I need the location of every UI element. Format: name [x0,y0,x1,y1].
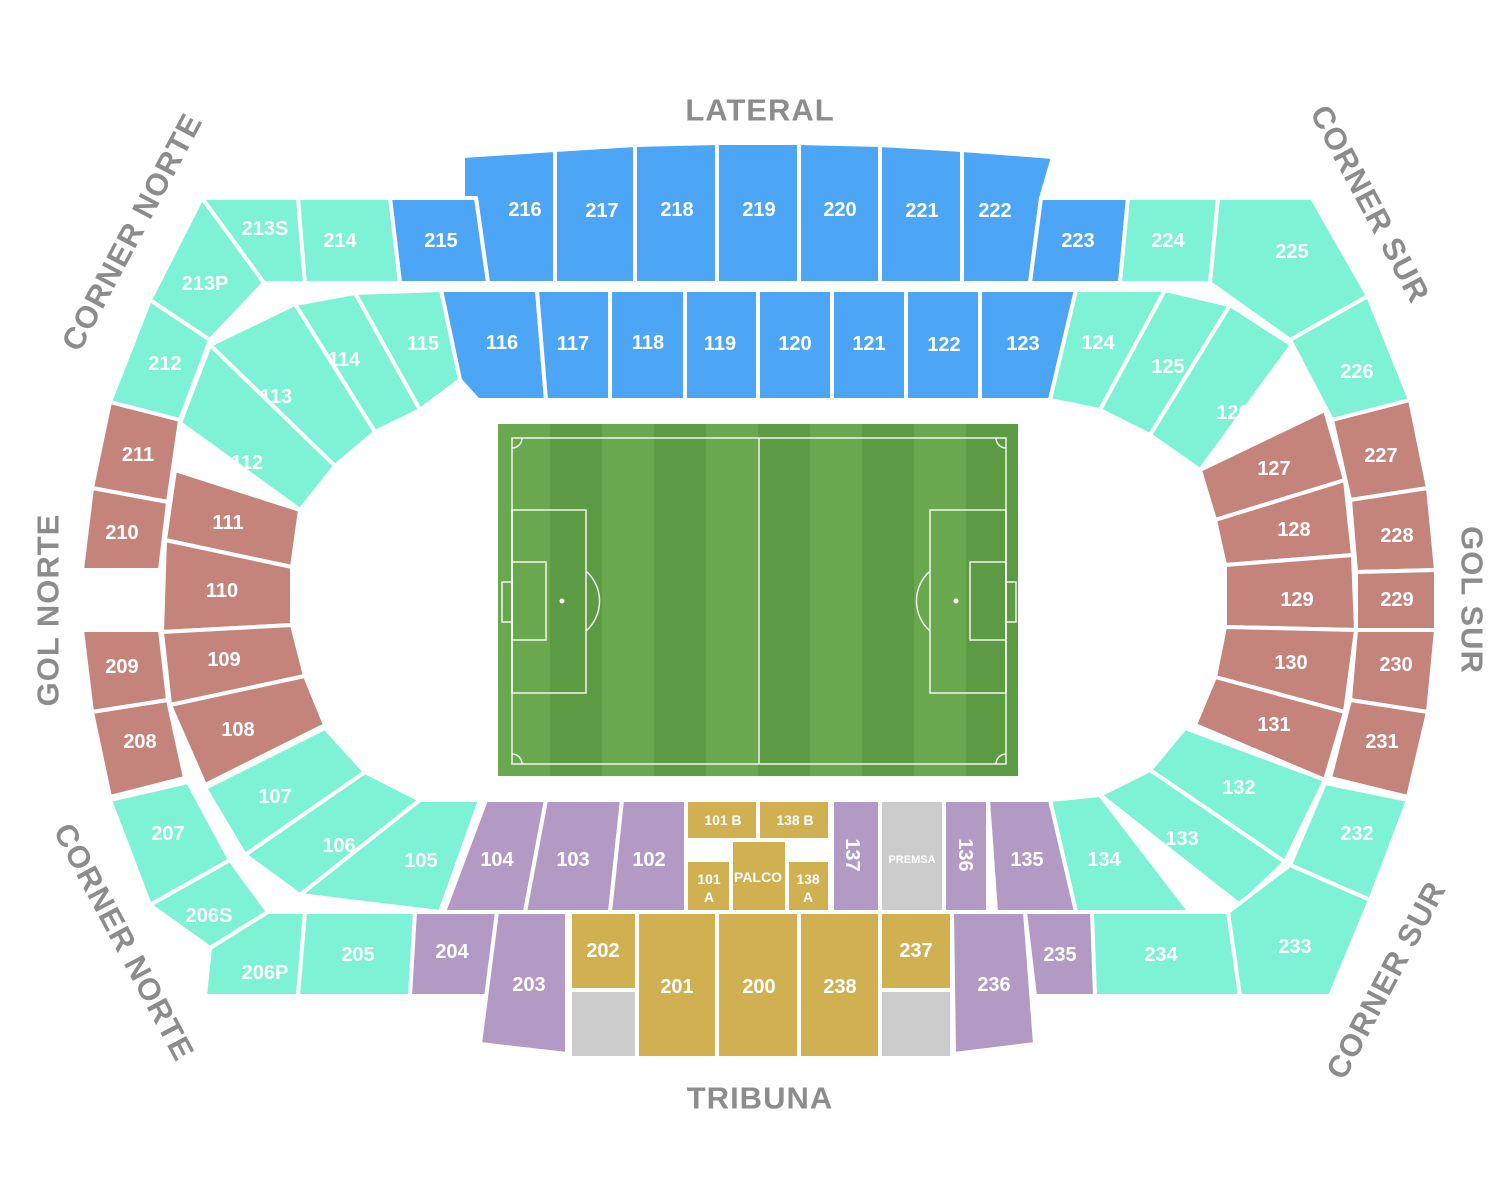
section-230[interactable] [1348,628,1438,714]
section-235[interactable] [1023,910,1097,998]
section-211[interactable] [90,400,182,504]
section-215[interactable] [388,196,490,285]
stand-label-lateral: LATERAL [685,93,834,128]
corner-arc-bl [511,753,523,765]
section-219[interactable] [715,141,801,285]
penalty-arc-left [585,570,601,632]
section-231[interactable] [1328,698,1430,799]
section-237[interactable] [878,910,954,992]
section-208[interactable] [90,698,187,799]
section-217[interactable] [553,143,637,285]
section-138a[interactable] [785,858,832,914]
section-129[interactable] [1223,553,1358,632]
section-205[interactable] [296,910,417,998]
section-209[interactable] [80,628,170,714]
pitch-stripe [758,424,810,776]
corner-arc-tl [511,437,523,449]
section-228[interactable] [1348,486,1438,574]
section-214[interactable] [296,196,402,285]
section-premsa[interactable] [878,798,946,914]
section-218[interactable] [633,141,719,285]
section-201[interactable] [635,910,719,1060]
section-108[interactable] [168,674,327,787]
section-236[interactable] [950,910,1037,1056]
section-233[interactable] [1226,863,1372,998]
section-105[interactable] [298,798,482,914]
section-122[interactable] [904,288,982,402]
section-117[interactable] [535,288,612,402]
section-221[interactable] [878,143,964,285]
section-136[interactable] [942,798,990,914]
penalty-spot-right [953,598,959,604]
pitch-stripe [966,424,1018,776]
penalty-spot-left [559,598,565,604]
section-223[interactable] [1028,196,1130,285]
section-119[interactable] [683,288,760,402]
section-118[interactable] [608,288,687,402]
pitch-stripe [862,424,914,776]
section-237-grey[interactable] [878,988,954,1060]
section-229[interactable] [1354,568,1438,632]
pitch-stripe [654,424,706,776]
penalty-arc-right [915,570,931,632]
section-210[interactable] [80,486,170,572]
section-202-grey[interactable] [568,988,639,1060]
stand-label-gol-norte: GOL NORTE [31,514,66,707]
section-238[interactable] [797,910,882,1060]
stand-label-tribuna: TRIBUNA [687,1081,834,1116]
section-220[interactable] [797,141,882,285]
section-112[interactable] [178,343,337,512]
section-202[interactable] [568,910,639,992]
pitch-stripe [550,424,602,776]
section-203[interactable] [478,910,569,1056]
goal-right [1005,581,1017,623]
section-102[interactable] [608,798,688,914]
corner-arc-tr [995,437,1007,449]
section-224[interactable] [1118,196,1220,285]
pitch [498,424,1018,776]
section-137[interactable] [830,798,882,914]
section-101a[interactable] [684,858,733,914]
goal-left [501,581,513,623]
corner-arc-br [995,753,1007,765]
section-palco[interactable] [729,838,789,914]
section-138b[interactable] [756,798,832,842]
section-200[interactable] [715,910,801,1060]
section-204[interactable] [408,910,499,998]
section-120[interactable] [756,288,834,402]
stand-label-gol-sur: GOL SUR [1455,526,1490,674]
section-121[interactable] [830,288,908,402]
section-101b[interactable] [684,798,760,842]
section-234[interactable] [1088,910,1242,998]
